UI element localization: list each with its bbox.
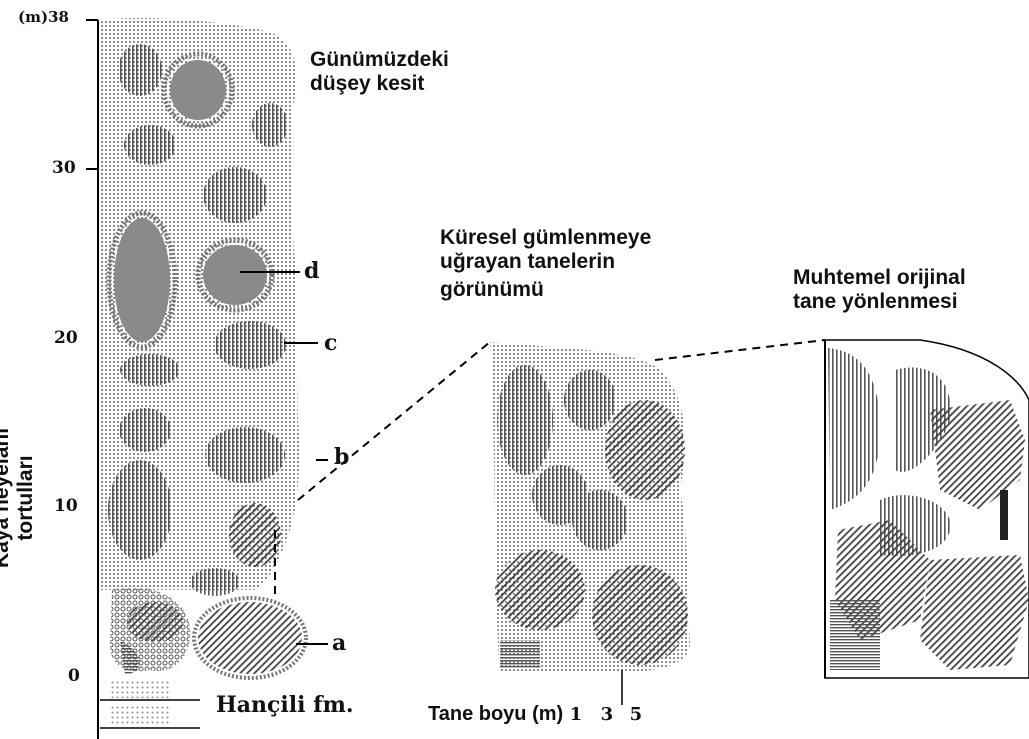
marker-d: d bbox=[304, 258, 319, 284]
marker-a: a bbox=[332, 630, 346, 656]
spherical-title: Küresel gümlenmeye uğrayan tanelerin gör… bbox=[440, 226, 651, 302]
section-title-line-1: Günümüzdeki bbox=[310, 48, 449, 72]
grain-size-tick-1: 1 bbox=[570, 704, 583, 725]
y-axis-title: Kaya heyelanı tortulları bbox=[0, 388, 38, 608]
grain-size-scale: Tane boyu (m) 1 3 5 bbox=[428, 702, 642, 726]
section-title-line-2: düşey kesit bbox=[310, 72, 449, 96]
marker-c: c bbox=[324, 330, 337, 356]
y-tick-0: 0 bbox=[68, 666, 80, 686]
original-title-line-1: Muhtemel orijinal bbox=[793, 266, 966, 290]
y-tick-30: 30 bbox=[52, 158, 76, 178]
formation-label: Hançili fm. bbox=[216, 692, 354, 718]
grain-size-tick-3: 3 bbox=[601, 704, 614, 725]
grain-size-label: Tane boyu (m) bbox=[428, 703, 563, 725]
spherical-title-line-2: uğrayan tanelerin bbox=[440, 250, 651, 274]
y-tick-20: 20 bbox=[54, 328, 78, 348]
original-title-line-2: tane yönlenmesi bbox=[793, 290, 966, 314]
y-tick-10: 10 bbox=[54, 496, 78, 516]
marker-b: b bbox=[334, 444, 349, 470]
spherical-title-line-3: görünümü bbox=[440, 278, 651, 302]
original-title: Muhtemel orijinal tane yönlenmesi bbox=[793, 266, 966, 314]
grain-size-tick-5: 5 bbox=[630, 704, 643, 725]
spherical-weathering-panel bbox=[490, 342, 690, 705]
vertical-section-column bbox=[86, 18, 306, 739]
spherical-title-line-1: Küresel gümlenmeye bbox=[440, 226, 651, 250]
section-title: Günümüzdeki düşey kesit bbox=[310, 48, 449, 96]
y-axis-top-label: (m)38 bbox=[18, 8, 69, 26]
original-orientation-panel bbox=[825, 340, 1029, 678]
